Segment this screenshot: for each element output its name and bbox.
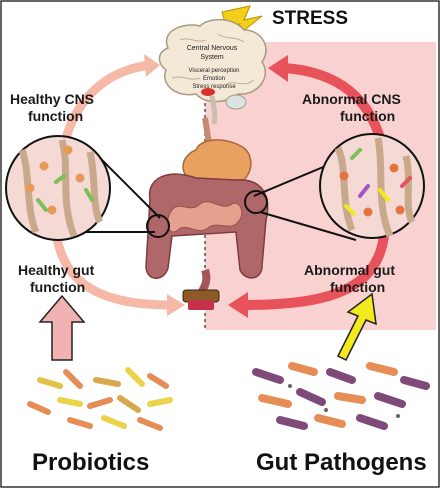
probiotic-bacteria-cluster — [27, 367, 173, 431]
brain-icon — [158, 18, 267, 125]
brain-item-0: Visceral perception — [189, 68, 240, 74]
pathogen-bacteria-cluster — [252, 362, 430, 430]
zoom-origin-left — [146, 214, 170, 238]
healthy-gut-label-line1: Healthy gut — [18, 262, 95, 278]
probiotic-arrow — [38, 294, 86, 361]
abnormal-cns-label-line1: Abnormal CNS — [302, 91, 401, 107]
stress-title: STRESS — [272, 8, 348, 29]
digestive-tract-icon — [145, 117, 269, 310]
brain-labels: Central Nervous System Visceral percepti… — [187, 45, 240, 90]
abnormal-arrowhead-bottom — [228, 292, 248, 318]
abnormal-magnified-view — [319, 133, 425, 239]
abnormal-cns-label-line2: function — [340, 108, 395, 124]
brain-heading-line1: Central Nervous — [187, 45, 238, 52]
healthy-arrowhead-bottom — [167, 294, 185, 316]
zoom-line-right-bottom — [259, 211, 357, 241]
abnormal-arrowhead-top — [268, 55, 288, 82]
healthy-cns-label-line2: function — [28, 108, 83, 124]
pathogen-arrow — [336, 292, 377, 362]
healthy-arrowhead-top — [144, 54, 160, 77]
gut-pathogens-caption: Gut Pathogens — [256, 449, 427, 476]
brain-item-2: Stress response — [192, 84, 236, 90]
probiotics-caption: Probiotics — [32, 449, 149, 476]
healthy-cns-label-line1: Healthy CNS — [10, 91, 94, 107]
abnormal-gut-label-line1: Abnormal gut — [304, 262, 395, 278]
brain-heading-line2: System — [200, 54, 224, 61]
healthy-gut-label-line2: function — [30, 279, 85, 295]
healthy-magnified-view — [5, 135, 111, 241]
zoom-origin-right — [244, 190, 268, 214]
brain-item-1: Emotion — [203, 76, 225, 82]
abnormal-gut-label-line2: function — [330, 279, 385, 295]
